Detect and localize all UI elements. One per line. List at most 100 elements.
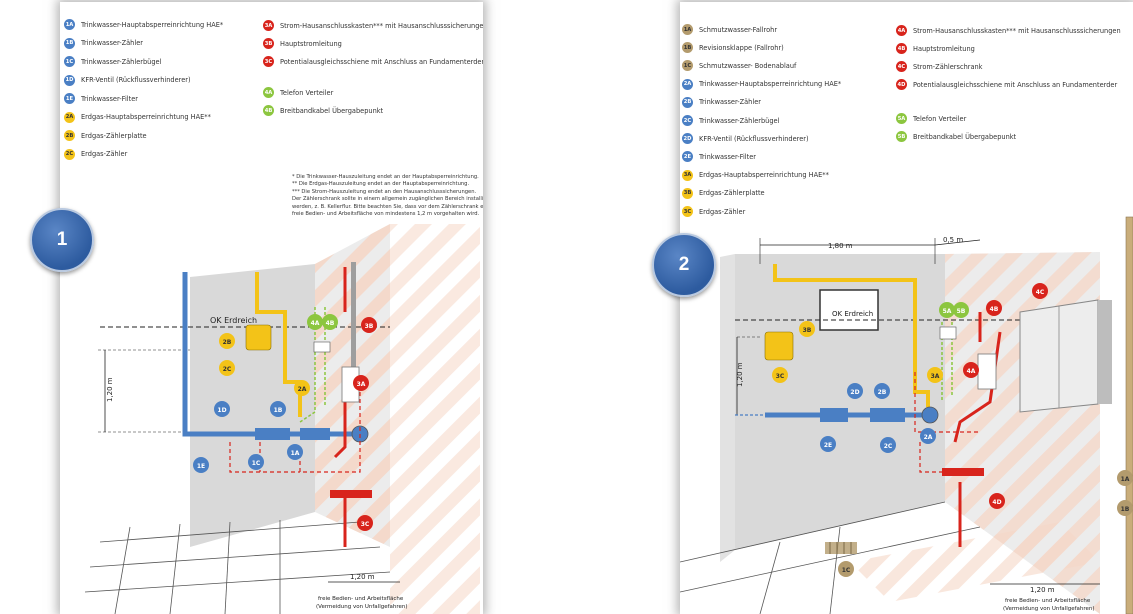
tag-3A: 3A xyxy=(931,373,940,380)
legend-item-1a: 1A Trinkwasser-Hauptabsperreinrichtung HA… xyxy=(64,19,223,30)
legend-item-5a: 5A Telefon Verteiler xyxy=(896,113,966,124)
tag-3B: 3B xyxy=(365,323,374,330)
tag-2C: 2C xyxy=(223,366,232,373)
legend-item-1a: 1A Schmutzwasser-Fallrohr xyxy=(682,24,777,35)
legend-badge: 4C xyxy=(896,61,907,72)
legend-badge: 3A xyxy=(263,20,274,31)
ok-erdreich-label: OK Erdreich xyxy=(832,310,873,318)
legend-badge: 1B xyxy=(64,37,75,49)
legend-label: Telefon Verteiler xyxy=(280,88,334,97)
legend-label: Erdgas-Zähler xyxy=(81,150,128,158)
tag-5B: 5B xyxy=(957,308,966,315)
panel-1-number-badge: 1 xyxy=(30,208,94,272)
side-dimension: 0,5 m xyxy=(943,236,963,244)
legend-label: Strom-Hausanschlusskasten*** mit Hausans… xyxy=(913,26,1121,35)
panel-1-footnotes: * Die Trinkwasser-Hauszuleitung endet an… xyxy=(292,174,483,218)
legend-label: Erdgas-Zählerplatte xyxy=(81,131,147,140)
legend-label: Erdgas-Zählerplatte xyxy=(699,189,765,198)
legend-label: Trinkwasser-Zählerbügel xyxy=(81,57,162,66)
floor-caption: (Vermeidung von Unfallgefahren) xyxy=(316,604,408,610)
tag-2E: 2E xyxy=(824,442,832,449)
legend-label: Hauptstromleitung xyxy=(913,44,975,53)
legend-badge: 2A xyxy=(682,78,693,90)
tag-2D: 2D xyxy=(850,389,859,396)
height-dimension: 1,20 m xyxy=(106,377,114,402)
legend-label: Schmutzwasser- Bodenablauf xyxy=(699,61,797,70)
tag-3C: 3C xyxy=(361,521,370,528)
legend-item-2d: 2D KFR-Ventil (Rückflussverhinderer) xyxy=(682,133,809,145)
legend-badge: 3B xyxy=(263,38,274,49)
ok-erdreich-label: OK Erdreich xyxy=(210,316,257,325)
tag-4D: 4D xyxy=(992,499,1001,506)
footnote-line: werden, z. B. Kellerflur. Bitte beachten… xyxy=(292,203,483,210)
panel-2-number: 2 xyxy=(678,254,690,275)
legend-item-4b: 4B Breitbandkabel Übergabepunkt xyxy=(263,105,383,116)
legend-item-4b: 4B Hauptstromleitung xyxy=(896,43,975,54)
legend-badge: 1C xyxy=(64,56,75,67)
legend-item-1e: 1E Trinkwasser-Filter xyxy=(64,93,138,104)
footnote-line: Der Zählerschrank sollte in einem allgem… xyxy=(292,196,483,203)
panel-2-tags: 1A 1B 1C 2A 2B 2C 2D 2E 3A 3B 3C 4A 4B 4… xyxy=(772,283,1133,577)
legend-badge: 5A xyxy=(896,113,907,124)
panel-1-number: 1 xyxy=(56,229,68,250)
floor-dimension: 1,20 m xyxy=(350,573,375,581)
tag-2C: 2C xyxy=(884,443,893,450)
legend-label: Breitbandkabel Übergabepunkt xyxy=(280,106,384,115)
legend-badge: 1D xyxy=(64,74,75,86)
tag-4C: 4C xyxy=(1036,289,1045,296)
legend-item-1c: 1C Trinkwasser-Zählerbügel xyxy=(64,56,161,67)
legend-badge: 2B xyxy=(682,96,693,108)
legend-item-2a: 2A Trinkwasser-Hauptabsperreinrichtung HA… xyxy=(682,78,842,90)
panel-1-sheet: 1A Trinkwasser-Hauptabsperreinrichtung HA… xyxy=(60,2,483,614)
footnote-line: *** Die Strom-Hauszuleitung endet an den… xyxy=(292,188,477,195)
legend-badge: 1A xyxy=(64,19,75,30)
tag-3C: 3C xyxy=(776,373,785,380)
legend-label: Trinkwasser-Hauptabsperreinrichtung HAE* xyxy=(699,80,842,89)
legend-badge: 4B xyxy=(263,105,274,116)
legend-item-3b: 3B Hauptstromleitung xyxy=(263,38,342,49)
panel-2-number-badge: 2 xyxy=(652,233,716,297)
legend-badge: 1E xyxy=(64,93,75,104)
legend-label: Schmutzwasser-Fallrohr xyxy=(699,25,778,34)
legend-label: Telefon Verteiler xyxy=(913,114,967,123)
legend-badge: 2D xyxy=(682,133,693,145)
tag-1B: 1B xyxy=(1121,506,1130,513)
legend-label: Hauptstromleitung xyxy=(280,39,342,48)
tag-2A: 2A xyxy=(298,386,307,393)
floor-caption: freie Bedien- und Arbeitsfläche xyxy=(318,596,404,602)
legend-badge: 1B xyxy=(682,42,693,54)
floor-dimension: 1,20 m xyxy=(1030,586,1055,594)
legend-badge: 4A xyxy=(896,25,907,36)
panel-2-diagram: OK Erdreich 1,80 m 0,5 m 1,20 m 1,20 m f… xyxy=(680,216,1133,614)
legend-badge: 2A xyxy=(64,111,75,123)
legend-label: KFR-Ventil (Rückflussverhinderer) xyxy=(699,134,809,143)
legend-label: Erdgas-Zähler xyxy=(699,207,746,216)
legend-label: Trinkwasser-Hauptabsperreinrichtung HAE* xyxy=(81,20,224,29)
tag-4B: 4B xyxy=(990,306,999,313)
legend-label: Erdgas-Hauptabsperreinrichtung HAE** xyxy=(699,171,829,180)
legend-badge: 4B xyxy=(896,43,907,54)
legend-badge: 2C xyxy=(682,115,693,126)
legend-item-2b: 2B Trinkwasser-Zähler xyxy=(682,96,761,108)
legend-label: Breitbandkabel Übergabepunkt xyxy=(913,132,1017,141)
legend-label: Trinkwasser-Filter xyxy=(81,94,138,103)
tag-1C: 1C xyxy=(252,460,261,467)
legend-badge: 4D xyxy=(896,79,907,90)
legend-label: Trinkwasser-Zähler xyxy=(699,98,761,107)
legend-badge: 1A xyxy=(682,24,693,35)
legend-badge: 2E xyxy=(682,151,693,163)
tag-5A: 5A xyxy=(943,308,952,315)
footnote-line: ** Die Erdgas-Hauszuleitung endet an der… xyxy=(292,181,470,188)
legend-label: Potentialausgleichsschiene mit Anschluss… xyxy=(913,80,1118,89)
legend-badge: 3C xyxy=(682,206,693,217)
tag-1C: 1C xyxy=(842,567,851,574)
